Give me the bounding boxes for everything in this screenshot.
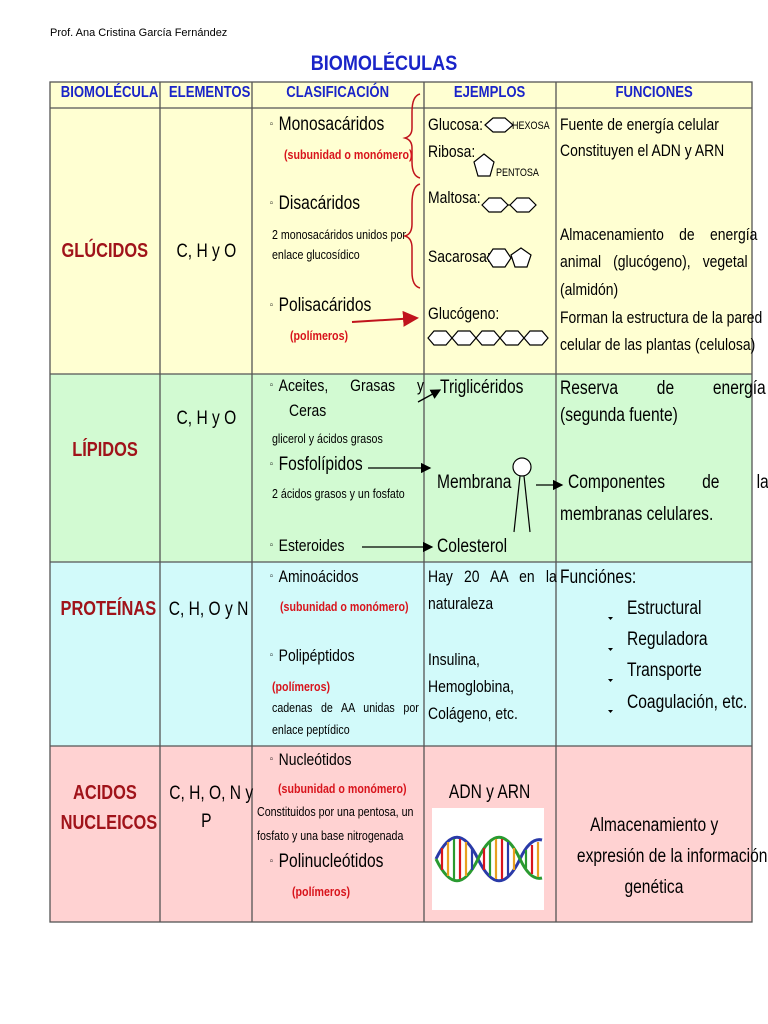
sucrose-icon: [486, 247, 532, 268]
example-ribosa: Ribosa:: [428, 142, 476, 161]
glucidos-disacaridos-desc1: 2 monosacáridos unidos por: [272, 227, 406, 242]
proteinas-function-item: Transporte: [627, 660, 702, 681]
header-clasificacion: CLASIFICACIÓN: [286, 84, 390, 101]
example-sacarosa: Sacarosa:: [428, 247, 491, 266]
dna-helix-icon: [432, 808, 544, 910]
proteinas-row-bg: [50, 562, 752, 746]
proteinas-polipeptidos-desc2: enlace peptídico: [272, 722, 350, 737]
glucidos-function-3a: Almacenamiento de energía: [560, 225, 758, 244]
arrow-polisacaridos: [351, 310, 419, 327]
example-glucosa: Glucosa:: [428, 115, 484, 134]
glucidos-name: GLÚCIDOS: [61, 240, 149, 262]
table-borders: [49, 81, 753, 923]
header-ejemplos: EJEMPLOS: [454, 84, 526, 101]
example-trigliceridos: Triglicéridos: [440, 377, 524, 398]
glucidos-disacaridos: ▫Disacáridos: [270, 193, 361, 214]
acidos-nucleotidos-note: (subunidad o monómero): [278, 781, 407, 796]
author-credit: Prof. Ana Cristina García Fernández: [50, 27, 228, 39]
page-title: BIOMOLÉCULAS: [310, 52, 458, 75]
protein-function-bullets: [608, 617, 613, 713]
glucidos-function-4a: Forman la estructura de la pared: [560, 308, 763, 327]
acidos-row-bg: [50, 746, 752, 922]
lipidos-function-2a: Componentes de las: [568, 472, 768, 493]
lipidos-fosfolipidos-desc: 2 ácidos grasos y un fosfato: [272, 486, 405, 501]
glucidos-monosacaridos: ▫Monosacáridos: [270, 114, 385, 135]
acidos-polinucleotidos-note: (polímeros): [292, 884, 351, 899]
acidos-nucleotidos-desc2: fosfato y una base nitrogenada: [257, 828, 404, 843]
proteinas-function-title: Funciónes:: [560, 567, 637, 588]
glucidos-function-2: Constituyen el ADN y ARN: [560, 141, 725, 160]
phospholipid-icon: [512, 457, 532, 533]
acidos-function-1: Almacenamiento y: [589, 815, 719, 836]
header-funciones: FUNCIONES: [615, 84, 693, 101]
acidos-name-line2: NUCLEICOS: [60, 812, 158, 834]
glucidos-polisacaridos: ▫Polisacáridos: [270, 295, 372, 316]
lipidos-function-2b: membranas celulares.: [560, 504, 714, 525]
ribose-pentagon-icon: [473, 153, 495, 177]
lipidos-aceites: ▫Aceites, Grasas y: [270, 376, 424, 395]
acidos-polinucleotidos: ▫Polinucleótidos: [270, 851, 384, 872]
glucidos-function-1: Fuente de energía celular: [560, 115, 719, 134]
header-row-bg: [50, 82, 752, 108]
header-biomolecula: BIOMOLÉCULA: [60, 84, 159, 101]
acidos-nucleotidos: ▫Nucleótidos: [270, 750, 352, 769]
example-ribosa-tag: PENTOSA: [496, 167, 539, 179]
brace-monosacaridos: [402, 93, 421, 179]
glucidos-function-3c: (almidón): [560, 280, 619, 299]
glucidos-row-bg: [50, 108, 752, 374]
example-insulina: Insulina,: [428, 650, 480, 669]
brace-disacaridos: [402, 183, 421, 289]
proteinas-polipeptidos-note: (polímeros): [272, 679, 331, 694]
lipidos-esteroides: ▫Esteroides: [270, 536, 345, 555]
glucidos-monosacaridos-note: (subunidad o monómero): [284, 147, 413, 162]
proteinas-elements: C, H, O y N: [168, 599, 249, 620]
lipidos-fosfolipidos: ▫Fosfolípidos: [270, 454, 363, 475]
lipidos-aceites-desc: glicerol y ácidos grasos: [272, 431, 383, 446]
example-glucogeno: Glucógeno:: [428, 304, 500, 323]
example-colageno: Colágeno, etc.: [428, 704, 518, 723]
proteinas-name: PROTEÍNAS: [60, 598, 157, 620]
example-20-aa: Hay 20 AA en la: [428, 567, 557, 586]
arrow-aceites-trigliceridos: [417, 389, 442, 403]
example-glucosa-tag: HEXOSA: [512, 120, 550, 132]
acidos-name-line1: ACIDOS: [73, 782, 137, 804]
example-adn-arn: ADN y ARN: [449, 782, 531, 803]
example-membrana: Membrana: [437, 472, 512, 493]
proteinas-polipeptidos-desc1: cadenas de AA unidas por: [272, 700, 419, 715]
lipidos-elements: C, H y O: [176, 408, 236, 429]
acidos-elements-line1: C, H, O, N y: [169, 783, 254, 804]
acidos-nucleotidos-desc1: Constituidos por una pentosa, un: [257, 804, 414, 819]
acidos-function-2: expresión de la información: [576, 846, 768, 867]
example-maltosa: Maltosa:: [428, 188, 481, 207]
proteinas-aminoacidos-note: (subunidad o monómero): [280, 599, 409, 614]
acidos-function-3: genética: [624, 877, 684, 898]
lipidos-ceras: Ceras: [289, 401, 327, 420]
glucidos-elements: C, H y O: [176, 241, 236, 262]
glucidos-function-3b: animal (glucógeno), vegetal: [560, 252, 748, 271]
proteinas-function-item: Reguladora: [627, 629, 708, 650]
header-elementos: ELEMENTOS: [168, 84, 251, 101]
example-hemoglobina: Hemoglobina,: [428, 677, 515, 696]
lipidos-function-1a: Reserva de energía: [560, 378, 766, 399]
acidos-elements-line2: P: [200, 811, 212, 832]
proteinas-function-item: Coagulación, etc.: [627, 692, 748, 713]
glucidos-function-4b: celular de las plantas (celulosa): [560, 335, 756, 354]
example-naturaleza: naturaleza: [428, 594, 494, 613]
lipidos-name: LÍPIDOS: [72, 439, 138, 461]
glucidos-polisacaridos-note: (polímeros): [290, 328, 349, 343]
maltose-icon: [481, 197, 537, 213]
proteinas-aminoacidos: ▫Aminoácidos: [270, 567, 359, 586]
glycogen-chain-icon: [427, 330, 549, 346]
lipidos-function-1b: (segunda fuente): [560, 405, 678, 426]
example-colesterol: Colesterol: [437, 536, 508, 557]
glucose-hexagon-icon: [484, 117, 514, 133]
proteinas-function-item: Estructural: [627, 598, 702, 619]
proteinas-polipeptidos: ▫Polipéptidos: [270, 646, 355, 665]
glucidos-disacaridos-desc2: enlace glucosídico: [272, 247, 360, 262]
